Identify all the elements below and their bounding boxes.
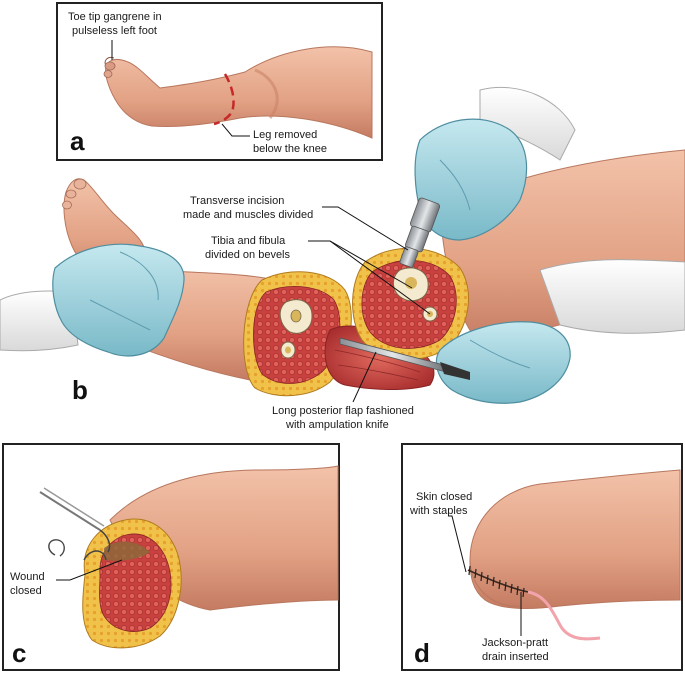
label-leg-removed: Leg removed below the knee [253,129,327,155]
distal-cross-section [243,271,352,397]
retractor [399,197,441,268]
panel-a: Toe tip gangrene in pulseless left foot … [56,2,383,161]
left-glove [52,243,185,357]
label-gangrene: Toe tip gangrene in pulseless left foot [68,11,165,37]
right-sleeve-bottom [539,259,685,334]
panel-letter-b: b [72,375,88,405]
label-skin-closed: Skin closed with staples [409,491,475,517]
lower-glove [435,321,571,404]
jackson-pratt-drain [527,590,601,641]
wound-stump-c [82,518,182,649]
label-transverse-incision: Transverse incision made and muscles div… [183,195,313,221]
label-posterior-flap: Long posterior flap fashioned with ampul… [272,405,417,431]
panel-c: Wound closed c [2,443,340,671]
closed-stump-d [469,469,681,609]
label-drain-inserted: Jackson-pratt drain inserted [482,637,551,663]
panel-a-leg-illustration [103,46,373,139]
forceps [39,487,111,561]
proximal-cross-section [352,247,469,360]
panel-letter-c: c [12,638,26,668]
panel-letter-a: a [70,126,85,156]
toes-b [62,178,87,210]
label-wound-closed: Wound closed [10,571,48,597]
staples [468,565,525,598]
panel-d: Skin closed with staples Jackson-pratt d… [401,443,683,671]
panel-letter-d: d [414,638,430,668]
label-tibia-fibula: Tibia and fibula divided on bevels [205,235,291,261]
panel-b: Transverse incision made and muscles div… [0,86,685,431]
